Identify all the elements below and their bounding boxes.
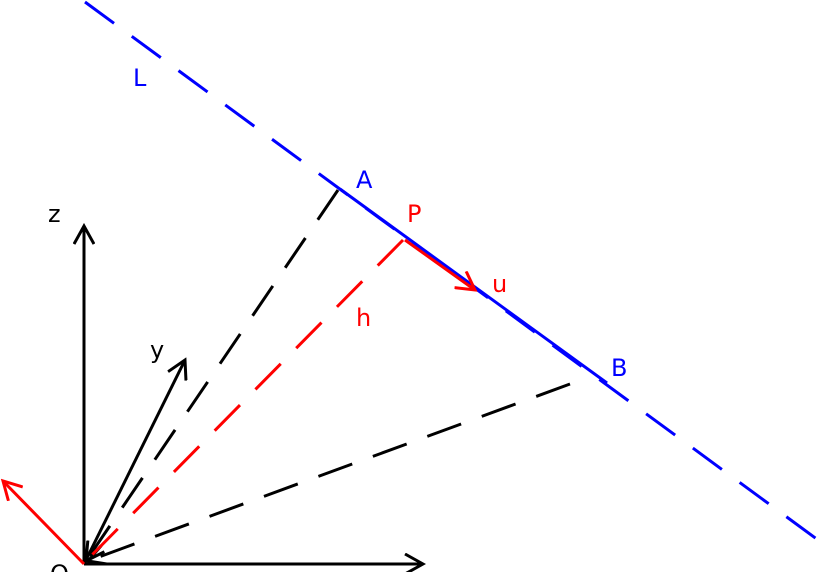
segment-ab [339,187,608,385]
label-p: P [407,200,421,228]
label-l: L [133,64,147,92]
y-axis [82,360,185,565]
label-a: A [356,166,373,194]
label-u: u [492,270,507,298]
vector-ob [88,382,571,561]
label-h: h [356,304,371,332]
label-y: y [150,336,164,364]
label-b: B [611,354,627,382]
vector-oa [86,189,340,561]
direction-vector-u [404,238,475,290]
normal-vector [3,481,86,566]
line-l-dashed [84,0,829,550]
label-origin: O [50,560,69,572]
label-z: z [48,200,61,228]
distance-h [84,238,405,563]
